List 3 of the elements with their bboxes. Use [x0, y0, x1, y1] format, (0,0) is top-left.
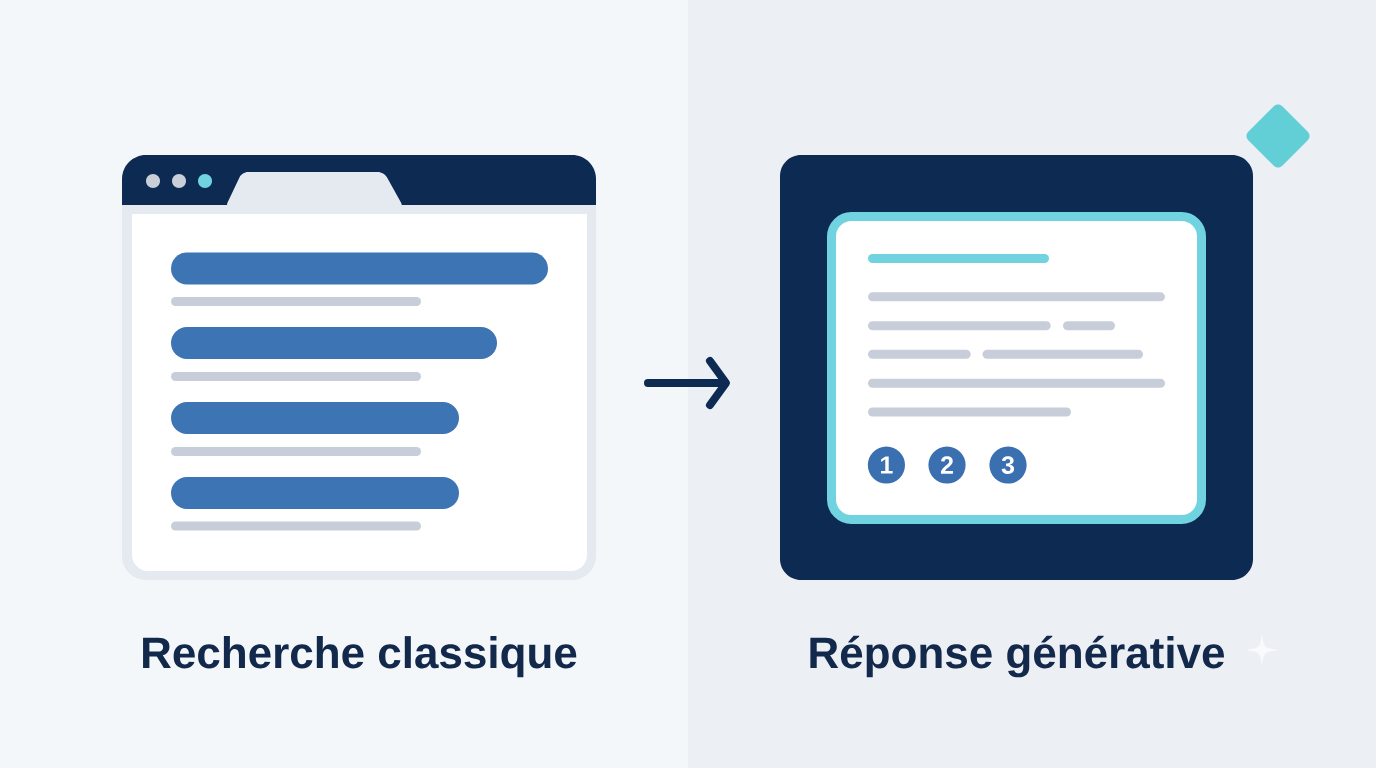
answer-card	[827, 212, 1206, 524]
heading: Réponse générative	[810, 635, 1224, 678]
heading: Recherche classique	[143, 636, 577, 678]
